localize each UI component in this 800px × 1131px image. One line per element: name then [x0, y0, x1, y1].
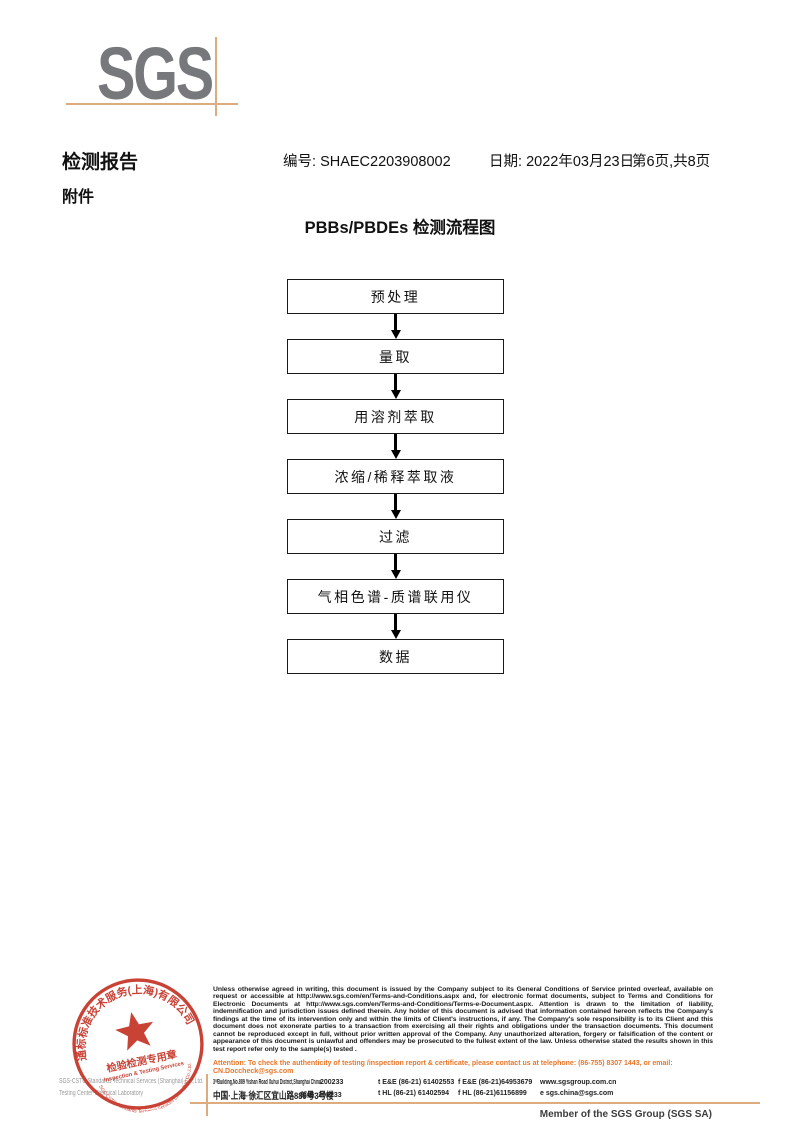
down-arrow-icon — [287, 314, 504, 339]
flow-step-label: 量取 — [379, 348, 412, 365]
flow-step-label: 用溶剂萃取 — [354, 408, 437, 425]
flowchart: 预处理 量取 用溶剂萃取 浓缩/稀释萃取液 过滤 气相色谱-质谱联用仪 数据 — [287, 279, 504, 674]
address-english: 3ʳᵈBuilding,No.889 Yishan Road Xuhui Dis… — [213, 1079, 321, 1086]
attachment-label: 附件 — [62, 189, 95, 206]
flow-step-measure: 量取 — [287, 339, 504, 374]
report-date-value: 2022年03月23日 — [526, 154, 635, 170]
website-url: www.sgsgroup.com.cn — [540, 1079, 617, 1086]
seal-ring — [72, 978, 204, 1110]
attention-notice: Attention: To check the authenticity of … — [213, 1060, 673, 1075]
postal-code-english: 200233 — [320, 1079, 344, 1086]
flow-step-label: 预处理 — [370, 288, 421, 305]
flow-step-filter: 过滤 — [287, 519, 504, 554]
flow-step-gcms: 气相色谱-质谱联用仪 — [287, 579, 504, 614]
sgs-logo-text: SGS — [97, 32, 214, 115]
report-number-label: 编号: — [283, 154, 317, 170]
sgs-group-member-note: Member of the SGS Group (SGS SA) — [539, 1109, 712, 1120]
company-seal: 通标标准技术服务(上海)有限公司 SGS-CSTC Standards Tech… — [62, 971, 204, 1124]
telephone-hl: t HL (86-21) 61402594 — [378, 1090, 450, 1097]
flow-step-solvent-extraction: 用溶剂萃取 — [287, 399, 504, 434]
flow-step-data: 数据 — [287, 639, 504, 674]
logo-vertical-line — [215, 37, 217, 116]
report-title: 检测报告 — [62, 152, 139, 173]
legal-disclaimer: Unless otherwise agreed in writing, this… — [213, 986, 713, 1053]
down-arrow-icon — [287, 494, 504, 519]
flow-step-label: 浓缩/稀释萃取液 — [334, 468, 457, 485]
flow-step-pretreatment: 预处理 — [287, 279, 504, 314]
down-arrow-icon — [287, 554, 504, 579]
flow-step-label: 气相色谱-质谱联用仪 — [317, 588, 474, 605]
flow-step-concentrate-dilute: 浓缩/稀释萃取液 — [287, 459, 504, 494]
flow-step-label: 数据 — [379, 648, 412, 665]
footer-vertical-line — [206, 1074, 208, 1116]
down-arrow-icon — [287, 374, 504, 399]
footer-horizontal-line — [190, 1102, 760, 1104]
flowchart-title: PBBs/PBDEs 检测流程图 — [304, 219, 496, 237]
telephone-ee: t E&E (86-21) 61402553 — [378, 1079, 455, 1086]
postal-code-chinese: 邮编: 200233 — [300, 1092, 342, 1099]
down-arrow-icon — [287, 614, 504, 639]
fax-ee: f E&E (86-21)64953679 — [458, 1079, 533, 1086]
fax-hl: f HL (86-21)61156899 — [458, 1090, 527, 1097]
address-chinese: 中国·上海·徐汇区宜山路889号3号楼 — [213, 1091, 334, 1102]
report-date: 日期: 2022年03月23日 — [489, 150, 634, 171]
email-address: e sgs.china@sgs.com — [540, 1090, 614, 1097]
report-date-label: 日期: — [489, 154, 523, 170]
logo-horizontal-line — [66, 103, 238, 105]
down-arrow-icon — [287, 434, 504, 459]
flow-step-label: 过滤 — [379, 528, 412, 545]
report-number-value: SHAEC2203908002 — [320, 154, 451, 170]
report-number: 编号: SHAEC2203908002 — [283, 150, 451, 171]
lab-name-watermark: Testing Center-Chemical Laboratory — [59, 1090, 144, 1097]
star-icon — [115, 1012, 154, 1051]
page-indicator: 第6页,共8页 — [632, 154, 711, 170]
company-name-watermark: SGS-CSTC Standards Technical Services (S… — [59, 1078, 204, 1085]
